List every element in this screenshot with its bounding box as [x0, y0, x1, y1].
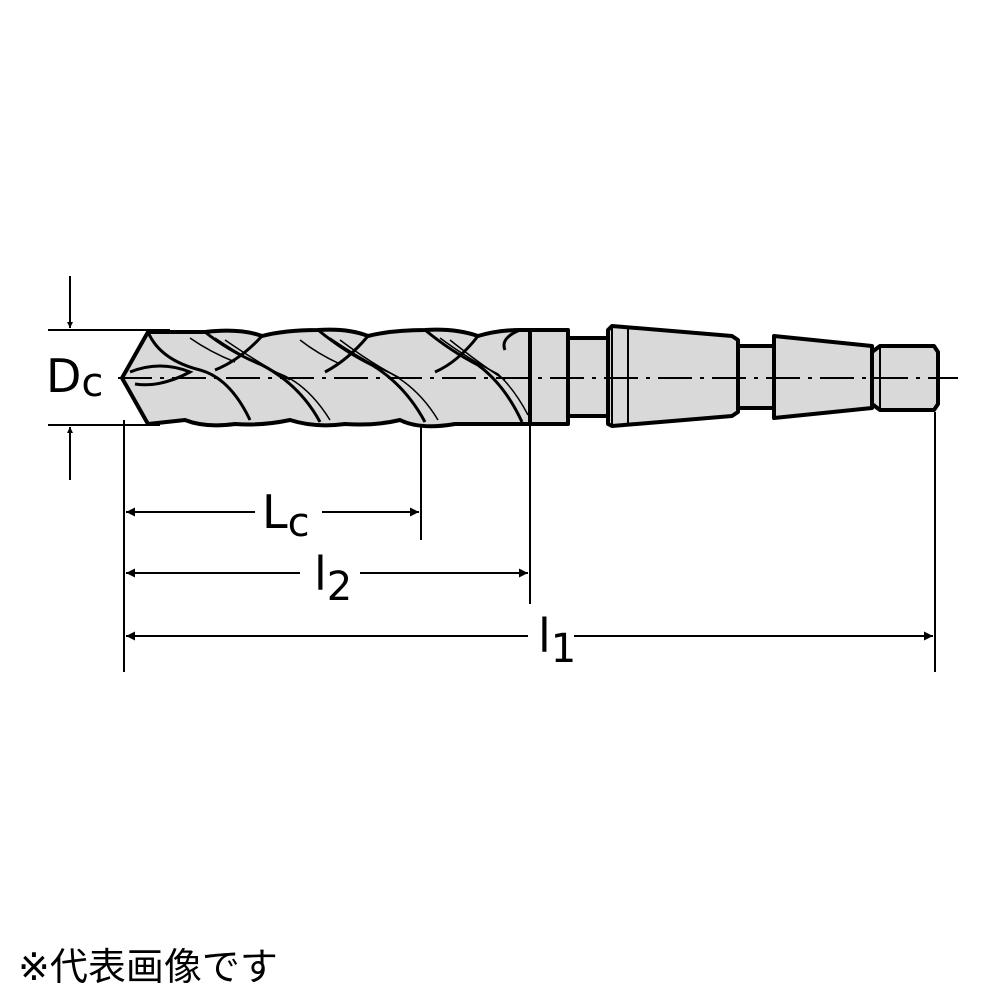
morse-taper [606, 324, 740, 428]
extension-lines [48, 329, 936, 672]
lc-label: Lc [262, 485, 310, 546]
dc-label: Dc [46, 349, 103, 406]
l1-label: l1 [538, 609, 576, 672]
l2-label: l2 [314, 547, 352, 610]
representative-image-note: ※代表画像です [18, 945, 278, 989]
flute-helix-lines [189, 337, 529, 421]
drill-shank [528, 324, 940, 428]
